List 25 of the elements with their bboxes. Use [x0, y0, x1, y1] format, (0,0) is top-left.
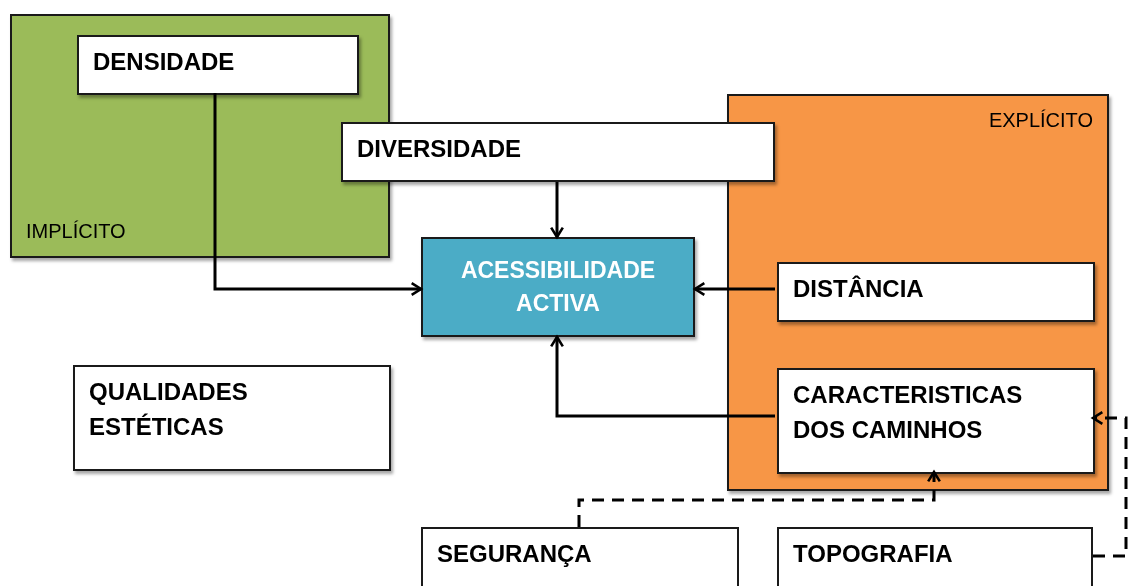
process-box: [341, 122, 775, 182]
arrow: [549, 335, 775, 418]
box-label: CARACTERISTICAS DOS CAMINHOS: [793, 380, 1024, 445]
group-label: EXPLÍCITO: [988, 108, 1093, 133]
box-label: DISTÂNCIA: [793, 274, 925, 304]
arrow: [693, 281, 775, 297]
process-box: [77, 35, 359, 95]
box-label: DENSIDADE: [93, 47, 236, 77]
arrow: [213, 93, 423, 297]
box-label: QUALIDADES ESTÉTICAS: [89, 377, 249, 442]
process-box: [777, 262, 1095, 322]
process-box: [777, 368, 1095, 474]
group-panel: [727, 94, 1109, 491]
arrow: [577, 470, 942, 527]
arrow: [549, 182, 565, 239]
box-label: TOPOGRAFIA: [793, 539, 954, 569]
box-label: SEGURANÇA: [437, 539, 593, 569]
box-label: ACESSIBILIDADE ACTIVA: [459, 255, 657, 318]
process-box: [73, 365, 391, 471]
central-box: [421, 237, 695, 337]
arrow: [1091, 410, 1128, 558]
box-label: DIVERSIDADE: [357, 134, 523, 164]
process-box: [421, 527, 739, 586]
group-label: IMPLÍCITO: [26, 219, 126, 244]
process-box: [777, 527, 1093, 586]
